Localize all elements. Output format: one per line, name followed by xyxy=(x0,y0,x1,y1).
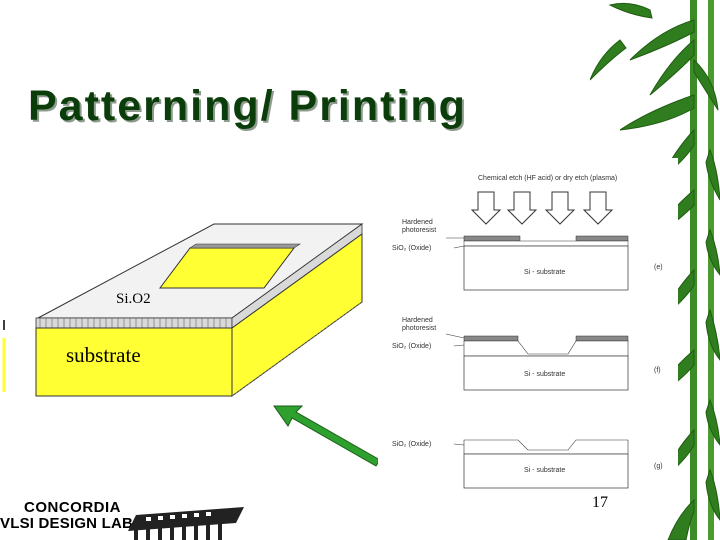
oxide-label: Si.O2 xyxy=(116,291,151,307)
process-figure: Chemical etch (HF acid) or dry etch (pla… xyxy=(378,158,678,498)
oxide-label: SiO₂ (Oxide) xyxy=(392,245,431,252)
process-step-f: Hardened photoresist SiO₂ (Oxide) Si - s… xyxy=(392,317,661,391)
page-number: 17 xyxy=(592,494,608,511)
step-letter: (g) xyxy=(654,463,663,470)
substrate-diagram: Si.O2 substrate xyxy=(2,223,364,397)
photoresist-label: Hardened xyxy=(402,317,433,324)
substrate-label: substrate xyxy=(66,343,141,367)
etch-arrow-icon xyxy=(506,191,538,225)
process-step-e: Hardened photoresist SiO₂ (Oxide) Si - s… xyxy=(392,219,663,291)
oxide-label: SiO₂ (Oxide) xyxy=(392,441,431,448)
arrow-icon xyxy=(273,405,381,467)
logo-line-1: CONCORDIA xyxy=(24,499,121,516)
logo-line-2: VLSI DESIGN LAB xyxy=(0,515,134,532)
process-step-g: SiO₂ (Oxide) Si - substrate (g) xyxy=(392,439,663,489)
step-letter: (e) xyxy=(654,264,663,271)
substrate-label: Si - substrate xyxy=(524,371,565,378)
photoresist-label: photoresist xyxy=(402,227,436,234)
photoresist-label: Hardened xyxy=(402,219,433,226)
photoresist-label: photoresist xyxy=(402,325,436,332)
substrate-label: Si - substrate xyxy=(524,269,565,276)
step-letter: (f) xyxy=(654,367,661,374)
slide-title: Patterning/ Printing xyxy=(28,82,467,130)
etch-arrow-icon xyxy=(470,191,502,225)
etch-arrow-icon xyxy=(582,191,614,225)
etch-label: Chemical etch (HF acid) or dry etch (pla… xyxy=(478,175,617,182)
etch-arrow-icon xyxy=(544,191,576,225)
chip-icon xyxy=(128,507,244,540)
substrate-label: Si - substrate xyxy=(524,467,565,474)
oxide-label: SiO₂ (Oxide) xyxy=(392,343,431,350)
